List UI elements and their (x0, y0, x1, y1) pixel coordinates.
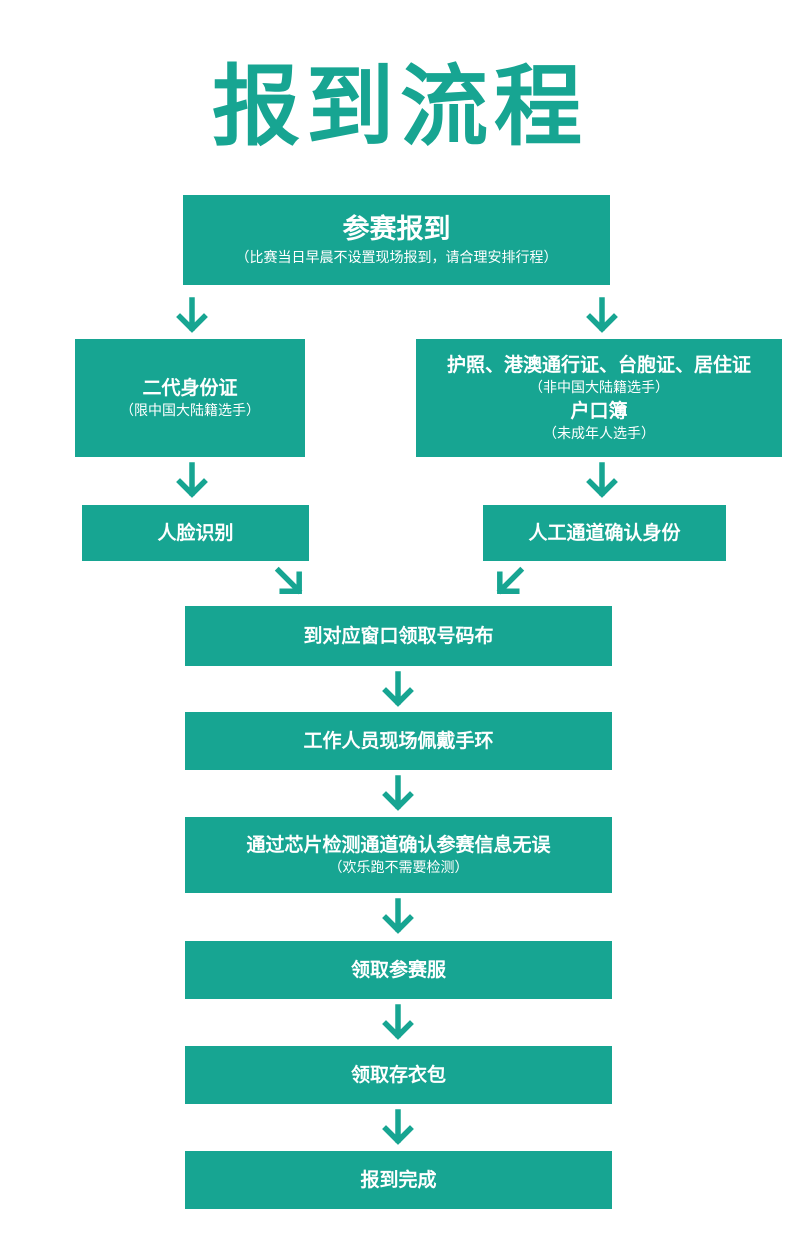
arrow-down-icon (582, 296, 622, 336)
arrow-down-icon (378, 774, 418, 814)
arrow-down-right-icon (270, 562, 310, 602)
step-passport-label: 护照、港澳通行证、台胞证、居住证 (446, 354, 751, 376)
step-id-card: 二代身份证 （限中国大陆籍选手） (75, 339, 305, 457)
arrow-down-icon (378, 897, 418, 937)
step-id-card-label: 二代身份证 (142, 377, 238, 399)
step-manual-lane-label: 人工通道确认身份 (528, 522, 681, 544)
step-wristband: 工作人员现场佩戴手环 (185, 712, 612, 770)
step-passport-note2: （未成年人选手） (543, 426, 655, 442)
step-passport: 护照、港澳通行证、台胞证、居住证 （非中国大陆籍选手） 户口簿 （未成年人选手） (416, 339, 782, 457)
step-chip-check-label: 通过芯片检测通道确认参赛信息无误 (246, 834, 551, 856)
step-bag: 领取存衣包 (185, 1046, 612, 1104)
page-title: 报到流程 (211, 55, 588, 158)
step-chip-check: 通过芯片检测通道确认参赛信息无误 （欢乐跑不需要检测） (185, 817, 612, 893)
arrow-down-icon (582, 461, 622, 501)
step-bag-label: 领取存衣包 (350, 1064, 446, 1086)
step-face-recognition-label: 人脸识别 (157, 522, 234, 544)
step-chip-check-note: （欢乐跑不需要检测） (328, 860, 469, 876)
step-bib-label: 到对应窗口领取号码布 (303, 625, 494, 647)
step-face-recognition: 人脸识别 (82, 505, 309, 561)
step-passport-label2: 户口簿 (570, 400, 628, 422)
step-shirt: 领取参赛服 (185, 941, 612, 999)
step-id-card-note: （限中国大陆籍选手） (120, 403, 260, 419)
arrow-down-left-icon (489, 562, 529, 602)
step-bib: 到对应窗口领取号码布 (185, 606, 612, 666)
step-checkin-note: （比赛当日早晨不设置现场报到，请合理安排行程） (235, 250, 558, 266)
arrow-down-icon (378, 1108, 418, 1148)
step-checkin: 参赛报到 （比赛当日早晨不设置现场报到，请合理安排行程） (183, 195, 610, 285)
step-done: 报到完成 (185, 1151, 612, 1209)
step-passport-note: （非中国大陆籍选手） (529, 380, 669, 396)
step-done-label: 报到完成 (360, 1169, 437, 1191)
step-checkin-label: 参赛报到 (342, 214, 451, 245)
arrow-down-icon (378, 1003, 418, 1043)
step-wristband-label: 工作人员现场佩戴手环 (303, 730, 494, 752)
step-shirt-label: 领取参赛服 (350, 959, 446, 981)
step-manual-lane: 人工通道确认身份 (483, 505, 726, 561)
arrow-down-icon (172, 461, 212, 501)
arrow-down-icon (172, 296, 212, 336)
arrow-down-icon (378, 670, 418, 710)
